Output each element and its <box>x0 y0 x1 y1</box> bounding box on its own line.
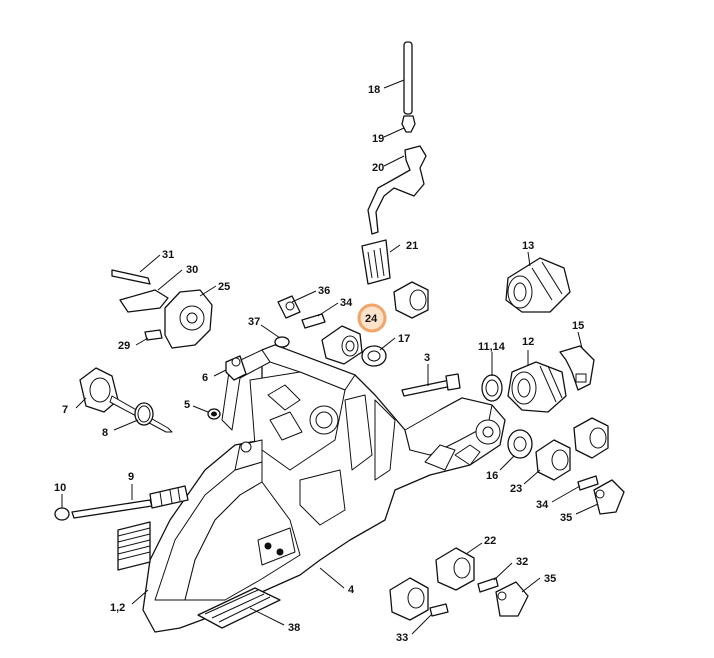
leader-lines <box>61 79 599 635</box>
fuel-line-tube-18 <box>403 41 413 115</box>
valve-7 <box>79 367 173 433</box>
screw-34 <box>301 313 326 329</box>
callout-19[interactable]: 19 <box>372 133 384 145</box>
callout-36[interactable]: 36 <box>318 285 330 297</box>
buffer-upper-right <box>573 417 609 459</box>
callout-7[interactable]: 7 <box>62 404 68 416</box>
cover-assembly-25 <box>111 269 213 349</box>
buffer-lower <box>389 577 429 621</box>
callout-highlight-ring <box>357 303 387 333</box>
callout-20[interactable]: 20 <box>372 162 384 174</box>
callout-5[interactable]: 5 <box>184 399 190 411</box>
callout-highlight <box>359 305 385 331</box>
buffer-22 <box>435 547 475 591</box>
callout-6[interactable]: 6 <box>202 372 208 384</box>
callout-10[interactable]: 10 <box>54 482 66 494</box>
bellows-12 <box>507 361 567 413</box>
callout-11-14[interactable]: 11,14 <box>478 341 506 353</box>
fitting-19 <box>401 115 416 133</box>
callout-4[interactable]: 4 <box>348 584 355 596</box>
ring-11-14 <box>481 374 503 402</box>
callout-3[interactable]: 3 <box>424 352 430 364</box>
callout-35-lower[interactable]: 35 <box>544 573 556 585</box>
callout-15[interactable]: 15 <box>572 320 584 332</box>
cap-10 <box>54 507 70 521</box>
callout-34-lower[interactable]: 34 <box>536 499 549 511</box>
callout-21[interactable]: 21 <box>406 240 418 252</box>
callout-24[interactable]: 24 <box>365 313 378 325</box>
cap-35a <box>593 479 625 515</box>
callout-17[interactable]: 17 <box>398 333 410 345</box>
bolt-3 <box>401 373 461 397</box>
clamp-15 <box>559 345 595 391</box>
callout-22[interactable]: 22 <box>484 535 496 547</box>
washer-16 <box>507 429 533 459</box>
callout-38[interactable]: 38 <box>288 622 300 634</box>
screw-34b <box>577 475 599 491</box>
callout-23[interactable]: 23 <box>510 483 522 495</box>
callout-25[interactable]: 25 <box>218 281 230 293</box>
callout-34-upper[interactable]: 34 <box>340 297 353 309</box>
callout-29[interactable]: 29 <box>118 340 130 352</box>
callout-35-upper[interactable]: 35 <box>560 512 572 524</box>
callout-37[interactable]: 37 <box>248 316 260 328</box>
rod-9 <box>71 485 189 519</box>
callout-16[interactable]: 16 <box>486 470 498 482</box>
callout-1-2[interactable]: 1,2 <box>110 602 125 614</box>
bracket-30 <box>119 289 169 313</box>
callout-30[interactable]: 30 <box>186 264 198 276</box>
callout-labels: 18 19 20 21 13 31 30 25 29 36 34 24 37 1… <box>54 84 584 644</box>
buffer-23 <box>535 439 571 481</box>
screw-32 <box>477 577 499 593</box>
av-cluster <box>274 281 429 367</box>
screw-31 <box>111 269 151 285</box>
callout-12[interactable]: 12 <box>522 336 534 348</box>
plug-37 <box>274 336 290 348</box>
fuel-hose-20 <box>367 145 427 235</box>
callout-33[interactable]: 33 <box>396 632 408 644</box>
callout-18[interactable]: 18 <box>368 84 380 96</box>
cap-35b <box>495 581 529 617</box>
fuel-pickup-assembly <box>361 41 427 285</box>
callout-9[interactable]: 9 <box>128 471 134 483</box>
screw-29 <box>144 329 163 341</box>
main-housing <box>117 344 506 633</box>
intake-boot-13 <box>505 257 571 313</box>
callout-31[interactable]: 31 <box>162 249 174 261</box>
callout-13[interactable]: 13 <box>522 240 534 252</box>
callout-32[interactable]: 32 <box>516 556 528 568</box>
o-ring-8 <box>134 402 154 426</box>
washer-5 <box>207 408 221 420</box>
screw-33 <box>429 603 449 617</box>
callout-8[interactable]: 8 <box>102 427 108 439</box>
